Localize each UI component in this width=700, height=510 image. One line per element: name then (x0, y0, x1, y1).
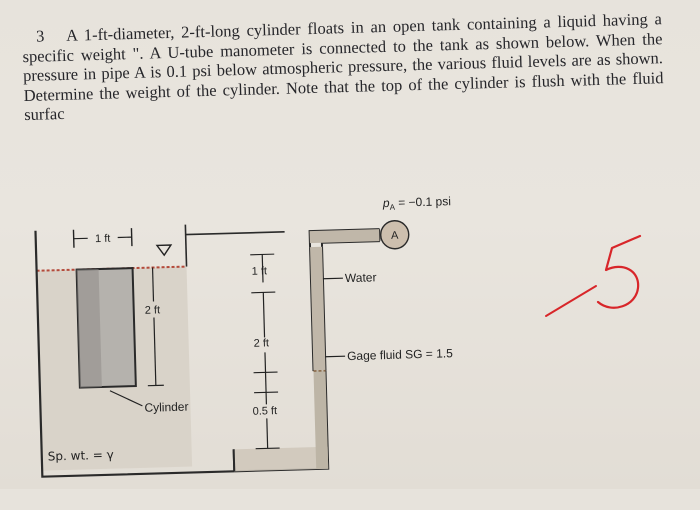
score-slash (546, 286, 596, 316)
score-five (598, 236, 640, 308)
score-annotation: /5 (0, 0, 700, 489)
